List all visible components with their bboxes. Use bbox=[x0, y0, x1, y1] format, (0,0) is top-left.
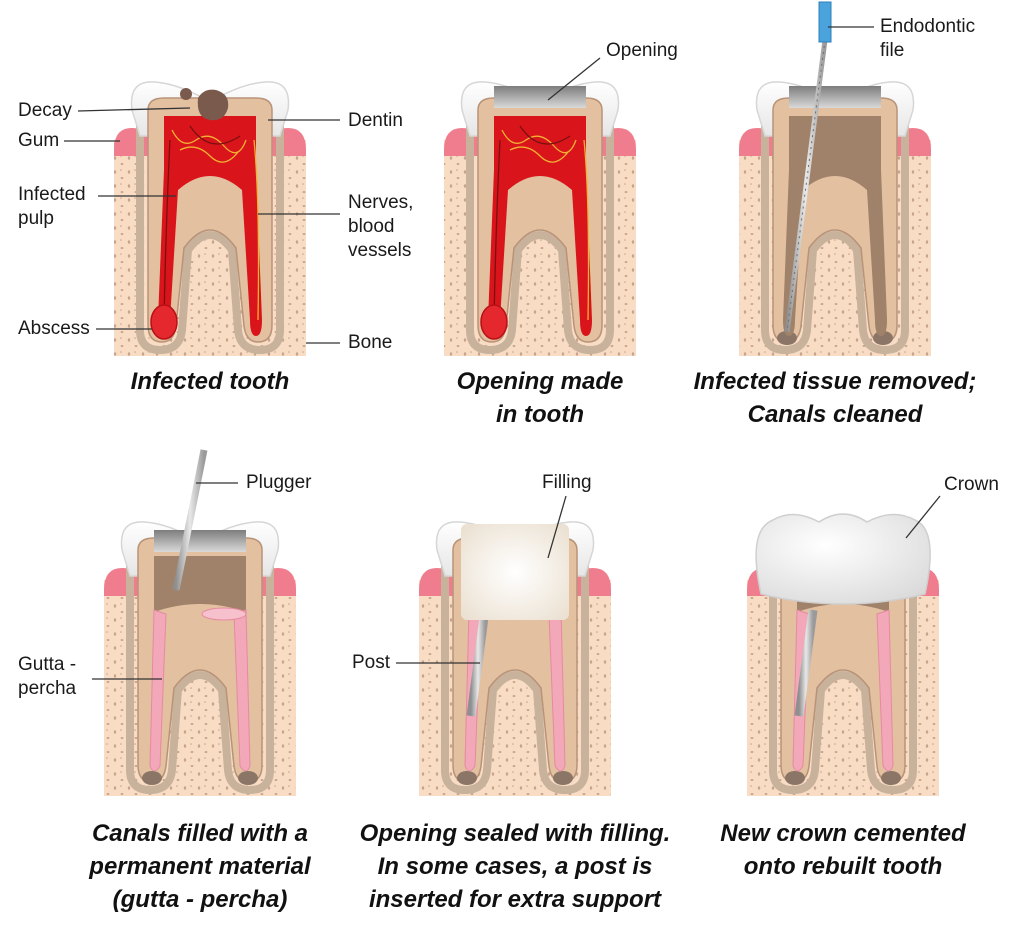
abscess-label: Abscess bbox=[18, 318, 152, 339]
root-tip-right bbox=[553, 771, 573, 785]
bone-label: Bone bbox=[306, 332, 392, 353]
post bbox=[794, 609, 818, 717]
gum-text: Gum bbox=[18, 130, 59, 151]
plugger-label: Plugger bbox=[196, 472, 312, 493]
nerves-text: blood bbox=[348, 216, 395, 237]
blood-vessels bbox=[163, 125, 241, 321]
panel-filled bbox=[104, 449, 296, 796]
opening-cap bbox=[494, 86, 586, 108]
abscess-text: Abscess bbox=[18, 318, 90, 339]
plugger-text: Plugger bbox=[246, 472, 312, 493]
caption-infected-line: Infected tooth bbox=[131, 368, 290, 395]
plugger-shaft bbox=[172, 449, 208, 591]
opening-text: Opening bbox=[606, 40, 678, 61]
crown-label: Crown bbox=[905, 474, 999, 539]
gutta-percha-right bbox=[548, 609, 566, 772]
caption-crowned-line: New crown cemented bbox=[720, 820, 967, 847]
file-threads bbox=[786, 39, 826, 333]
caption-filled-line: Canals filled with a bbox=[92, 820, 308, 847]
nerves-text: vessels bbox=[348, 240, 411, 261]
caption-filled-line: permanent material bbox=[88, 853, 312, 880]
file-label: Endodontic file bbox=[828, 16, 975, 61]
panel-crowned bbox=[747, 513, 939, 796]
abscess bbox=[150, 304, 178, 340]
dentin-text: Dentin bbox=[348, 110, 403, 131]
panel-infected bbox=[114, 81, 306, 356]
root-tip-left bbox=[142, 771, 162, 785]
infected-pulp bbox=[158, 116, 262, 336]
periodontal-ligament bbox=[769, 556, 917, 795]
file-text: file bbox=[880, 40, 904, 61]
post-text: Post bbox=[352, 652, 391, 673]
caption-crowned-line: onto rebuilt tooth bbox=[744, 853, 943, 880]
periodontal-ligament bbox=[466, 116, 614, 355]
panel-cleaned bbox=[739, 1, 931, 356]
infected-pulp bbox=[488, 116, 592, 336]
caption-sealed-line: Opening sealed with filling. bbox=[360, 820, 671, 847]
nerves bbox=[501, 129, 590, 321]
gutta-percha-left bbox=[149, 609, 167, 772]
crown-text: Crown bbox=[944, 474, 999, 495]
nerves-text: Nerves, bbox=[348, 192, 413, 213]
caption-opening-line: in tooth bbox=[496, 401, 584, 428]
decay-label: Decay bbox=[18, 100, 191, 121]
file-handle bbox=[818, 1, 832, 43]
gum-label: Gum bbox=[18, 130, 120, 151]
caption-sealed-line: In some cases, a post is bbox=[378, 853, 653, 880]
post-label: Post bbox=[352, 652, 480, 673]
caption-sealed-line: inserted for extra support bbox=[369, 886, 662, 913]
periodontal-ligament bbox=[126, 556, 274, 795]
gutta-text: percha bbox=[18, 678, 77, 699]
root-tip-left bbox=[457, 771, 477, 785]
periodontal-ligament bbox=[441, 556, 589, 795]
caption-cleaned-line: Canals cleaned bbox=[748, 401, 924, 428]
pulp-chamber bbox=[154, 556, 246, 612]
gutta-label: Gutta - percha bbox=[18, 654, 162, 699]
abscess bbox=[480, 304, 508, 340]
dentin-label: Dentin bbox=[268, 110, 403, 131]
periodontal-ligament bbox=[761, 116, 909, 355]
filling bbox=[461, 524, 569, 620]
caption-cleaned-line: Infected tissue removed; bbox=[694, 368, 977, 395]
caption-opening-line: Opening made bbox=[457, 368, 624, 395]
root-tip-left bbox=[785, 771, 805, 785]
opening-cap bbox=[154, 530, 246, 552]
infected-pulp-text: Infected bbox=[18, 184, 86, 205]
caption-filled-line: (gutta - percha) bbox=[113, 886, 288, 913]
filling-label: Filling bbox=[542, 472, 592, 559]
gutta-percha-right bbox=[233, 609, 251, 772]
blood-vessels bbox=[493, 125, 571, 321]
decay-spot bbox=[180, 88, 192, 100]
opening-cap bbox=[789, 86, 881, 108]
crown bbox=[755, 513, 931, 605]
decay-text: Decay bbox=[18, 100, 72, 121]
panel-sealed bbox=[419, 521, 611, 796]
gutta-percha-right bbox=[876, 609, 894, 772]
crown-leader bbox=[905, 495, 941, 539]
panel-opening bbox=[444, 81, 636, 356]
filling-leader bbox=[547, 495, 567, 559]
root-tip-right bbox=[238, 771, 258, 785]
opening-label: Opening bbox=[547, 40, 678, 101]
decay-leader bbox=[77, 107, 191, 112]
nerves bbox=[171, 129, 260, 321]
gutta-text: Gutta - bbox=[18, 654, 76, 675]
bone-text: Bone bbox=[348, 332, 392, 353]
filling-text: Filling bbox=[542, 472, 592, 493]
infected-pulp-text: pulp bbox=[18, 208, 54, 229]
gutta-percha-top bbox=[201, 607, 247, 621]
opening-leader bbox=[547, 57, 601, 101]
file-text: Endodontic bbox=[880, 16, 975, 37]
infected-pulp-label: Infected pulp bbox=[18, 184, 176, 229]
nerves-label: Nerves, blood vessels bbox=[258, 192, 413, 261]
decay bbox=[197, 89, 229, 121]
periodontal-ligament bbox=[136, 116, 284, 355]
root-tip-right bbox=[881, 771, 901, 785]
